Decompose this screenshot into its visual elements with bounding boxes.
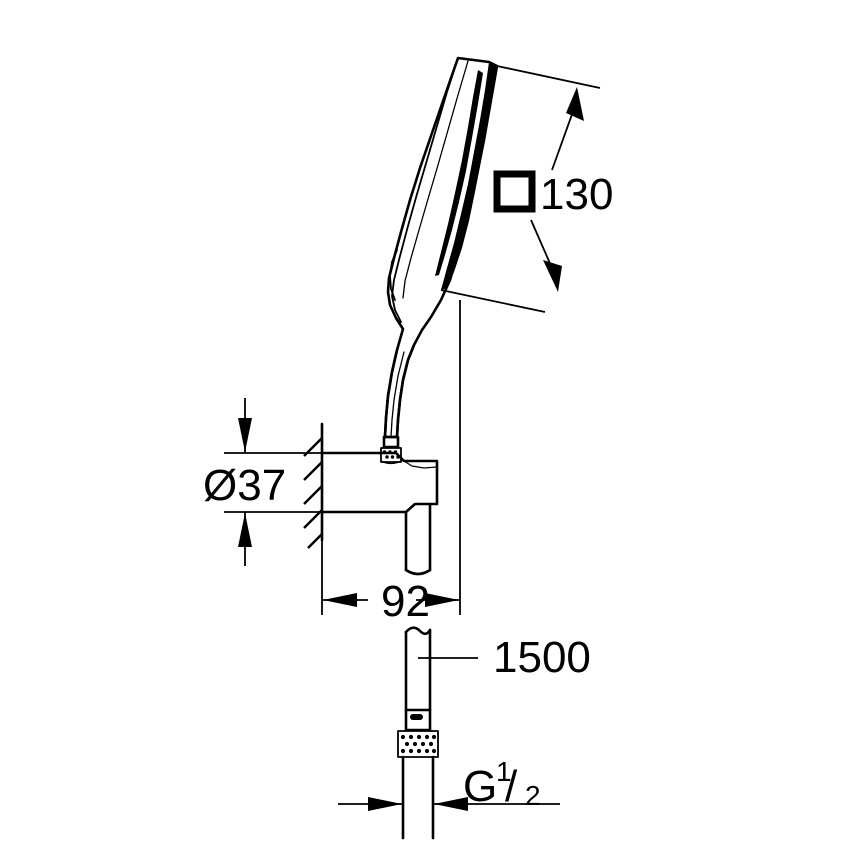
hose-top-break [404, 626, 432, 636]
wall-hatch-4 [303, 509, 323, 529]
head-secondary-crease [402, 60, 469, 299]
dimension-thread-letter: G [463, 762, 497, 811]
hose-knurled-nut [397, 730, 439, 758]
d37-arrowhead-top [238, 418, 252, 452]
dim92-arrowhead-left [323, 593, 357, 607]
dim130-arrowhead-up [566, 87, 584, 121]
dim130-line-lower [530, 219, 553, 269]
hose-stub-break [404, 568, 432, 576]
dimension-d37-label: Ø37 [203, 461, 286, 510]
spray-face-edge [441, 62, 497, 290]
hose-sleeve-slot [410, 714, 423, 720]
handle-left-edge [383, 348, 399, 439]
dimension-thread-denominator: 2 [525, 780, 541, 811]
wall-hatch-5 [307, 533, 323, 549]
thread-arrowhead-right [434, 797, 468, 811]
wall-bracket-body [320, 451, 439, 514]
square-symbol-icon [493, 170, 536, 213]
bracket-inner-contour [403, 460, 438, 469]
handle-collar [382, 435, 400, 449]
dimension-1500-label: 1500 [493, 633, 591, 682]
dim92-arrowhead-right [425, 593, 459, 607]
hose-stub [404, 502, 432, 572]
head-highlight-crease [391, 57, 459, 323]
d37-arrowhead-bottom [238, 513, 252, 547]
shower-head-group [382, 56, 499, 449]
grip-thumb-notch [389, 249, 398, 301]
dim130-ext-bottom [440, 289, 546, 313]
wall-hatch-3 [303, 485, 323, 505]
hose-sleeve [404, 708, 432, 732]
handle-right-edge [395, 343, 416, 439]
shower-hose-group [397, 626, 439, 840]
thread-arrowhead-left [368, 797, 402, 811]
handle-inner-line [390, 351, 405, 438]
dimension-92-label: 92 [381, 577, 430, 626]
dimension-130-group: 130 [440, 65, 613, 313]
wall-and-bracket-group [303, 422, 439, 576]
spray-face-inner-shade [435, 70, 483, 276]
wall-hatch-2 [303, 461, 323, 481]
dim130-line-upper [551, 105, 576, 171]
dimension-thread-group: G 1 / 2 [338, 756, 560, 830]
dimension-130-label: 130 [540, 170, 613, 219]
dimension-thread-numerator: 1 [496, 756, 512, 787]
dimension-thread-slash: / [505, 762, 518, 811]
dimension-d37-group: Ø37 [203, 398, 330, 566]
dim130-ext-top [496, 65, 601, 89]
dimension-1500-group: 1500 [418, 633, 591, 682]
dimension-92-group: 92 [321, 300, 461, 626]
dim130-arrowhead-down [543, 260, 562, 292]
